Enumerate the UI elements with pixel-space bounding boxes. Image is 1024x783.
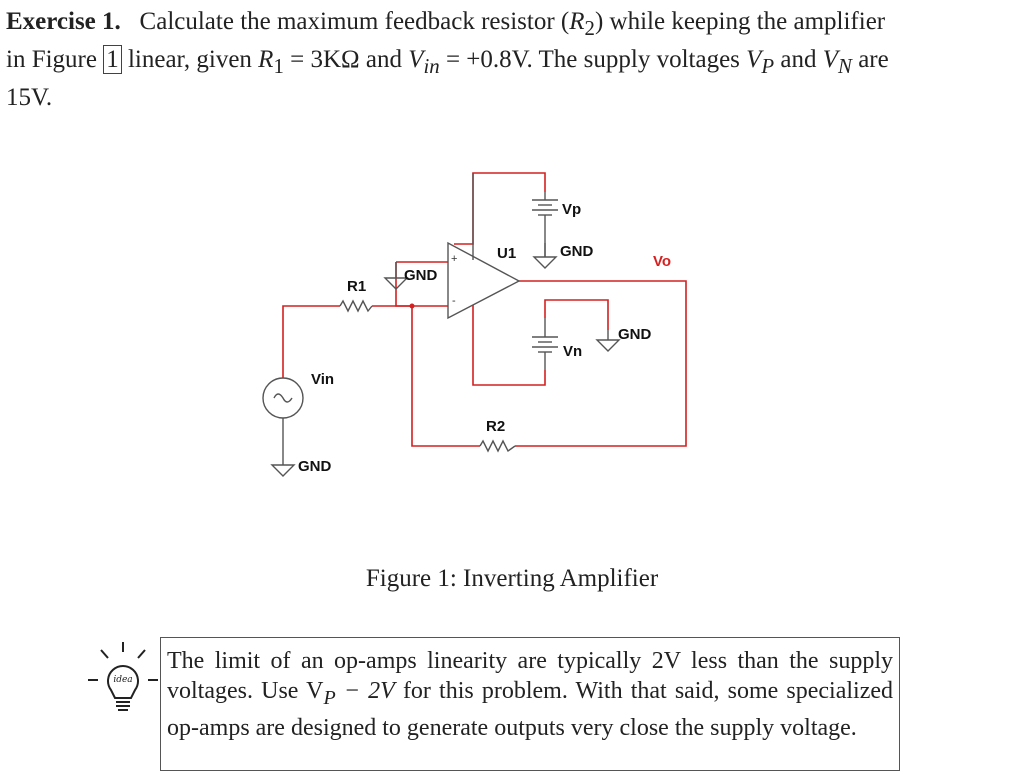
hint-text-3: for this problem. With that said, some s… [167,678,894,741]
label-gnd-r1: GND [404,267,438,284]
label-r1: R1 [347,278,366,295]
math-r1: R [258,46,274,73]
math-vn: V [822,46,839,73]
opamp-u1 [447,241,521,320]
wire-vn-gnd [544,299,609,330]
math-r2-sub: 2 [584,16,595,40]
lightbulb-idea-icon: idea [88,642,158,711]
label-vo: Vo [653,253,671,270]
label-vin: Vin [311,371,334,388]
math-r2: R [569,8,585,35]
wire-node-r2 [411,306,480,447]
exercise-line-3: 15V. [6,82,1016,113]
exercise-text-2f: are [851,46,889,73]
hint-box: The limit of an op-amps linearity are ty… [160,637,900,771]
ground-top [532,243,558,269]
resistor-r2 [479,439,516,453]
label-u1: U1 [497,245,516,262]
exercise-text-2a: in Figure [6,46,104,73]
exercise-text-3: 15V. [6,84,53,111]
figure-ref-link[interactable]: 1 [103,45,122,74]
exercise-text-2e: and [774,46,823,73]
math-vin-value: = +0.8V [439,46,527,73]
exercise-line-2: in Figure 1 linear, given R1 = 3KΩ and V… [6,44,1016,82]
label-r2: R2 [486,418,505,435]
math-r1-sub: 1 [273,54,284,78]
circuit-wires [282,172,687,447]
hint-text-2: − 2V [335,678,395,704]
resistor-r1 [339,299,373,313]
label-gnd-bottom: GND [298,458,332,475]
label-vn: Vn [563,343,582,360]
exercise-line-1: Exercise 1. Calculate the maximum feedba… [6,6,1016,44]
exercise-text-1-end: ) while keeping the amplifier [594,8,886,35]
math-vin-sub: in [423,54,440,78]
label-vp: Vp [562,201,581,218]
hint-text-1: The limit of an op-amps linearity are ty… [167,648,893,704]
ground-vn [595,330,621,352]
label-plus: + [451,253,457,265]
exercise-heading: Exercise 1. [6,8,121,35]
wire-vp [454,172,546,245]
exercise-text-2b: linear, given [121,46,259,73]
junction-node [409,303,415,309]
wire-vin-r1 [282,305,340,378]
exercise-text-2c: and [359,46,409,73]
label-gnd-vn: GND [618,326,652,343]
math-vin: V [408,46,424,73]
exercise-text-1: Calculate the maximum feedback resistor … [139,8,570,35]
figure-caption: Figure 1: Inverting Amplifier [365,565,659,592]
circuit-diagram: Vp GND U1 Vo R1 GND Vn GND Vin R2 GND + … [262,172,687,477]
wire-vn [472,296,546,386]
label-minus: - [452,295,456,307]
math-vp: V [746,46,762,73]
voltage-source-vin [262,377,304,465]
exercise-text-2d: . The supply voltages [526,46,747,73]
math-r1-value: = 3KΩ [283,46,360,73]
ground-bottom [270,464,296,477]
label-gnd-top: GND [560,243,594,260]
wire-r2-vo [515,280,687,447]
math-vn-sub: N [838,54,852,78]
ground-r1 [383,262,409,290]
battery-vn [532,318,558,370]
idea-icon-text: idea [113,675,132,685]
math-vp-sub: P [761,54,775,78]
hint-vp-sub: P [323,686,336,709]
exercise-text: Exercise 1. Calculate the maximum feedba… [6,6,1016,113]
